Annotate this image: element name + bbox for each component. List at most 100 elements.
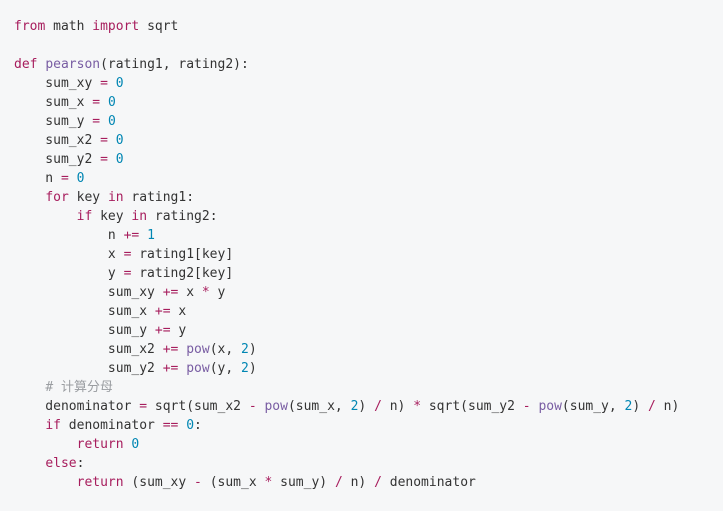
token-number: 0 <box>107 95 116 110</box>
code-line: if denominator == 0: <box>14 416 709 435</box>
code-line: else: <box>14 454 709 473</box>
code-line: return 0 <box>14 435 709 454</box>
token-builtin: pow <box>186 342 210 357</box>
token-plain <box>139 228 147 243</box>
token-keyword: for <box>45 190 69 205</box>
token-plain: rating2[key] <box>131 266 234 281</box>
token-operator: = <box>100 152 108 167</box>
token-plain: (rating1, rating2): <box>100 57 249 72</box>
token-number: 0 <box>115 152 124 167</box>
code-line: # 计算分母 <box>14 378 709 397</box>
token-plain <box>100 95 108 110</box>
token-plain <box>14 437 77 452</box>
token-plain: (x, <box>209 342 241 357</box>
token-operator: * <box>413 399 422 414</box>
token-keyword: from <box>14 19 46 34</box>
token-plain: (sum_x <box>201 475 265 490</box>
token-keyword: in <box>107 190 124 205</box>
token-plain: rating2: <box>147 209 218 224</box>
token-plain <box>108 133 116 148</box>
token-plain: x <box>170 304 187 319</box>
token-plain: ) <box>248 342 257 357</box>
token-plain: sum_x <box>14 95 93 110</box>
token-operator: = <box>123 266 132 281</box>
token-plain: ) <box>248 361 257 376</box>
code-line: y = rating2[key] <box>14 264 709 283</box>
token-plain: sum_x <box>14 304 155 319</box>
code-line: n += 1 <box>14 226 709 245</box>
token-plain: sum_y2 <box>14 361 163 376</box>
token-plain <box>14 209 77 224</box>
token-plain: sqrt <box>139 19 179 34</box>
code-line: denominator = sqrt(sum_x2 - pow(sum_x, 2… <box>14 397 709 416</box>
token-plain: sum_y <box>14 323 155 338</box>
token-number: 2 <box>241 361 249 376</box>
token-operator: * <box>264 475 273 490</box>
token-plain <box>14 456 45 471</box>
code-line: from math import sqrt <box>14 17 709 36</box>
token-plain: denominator <box>381 475 476 490</box>
token-plain: ) <box>632 399 649 414</box>
token-plain: sum_xy <box>14 76 101 91</box>
token-operator: / <box>648 399 656 414</box>
token-operator: - <box>522 399 531 414</box>
token-plain: (sum_y, <box>561 399 625 414</box>
token-plain: (y, <box>209 361 241 376</box>
token-plain: n <box>14 171 61 186</box>
token-keyword: return <box>76 475 124 490</box>
token-operator: / <box>374 399 382 414</box>
token-plain: x <box>178 285 202 300</box>
token-plain <box>14 380 45 395</box>
code-content: from math import sqrt def pearson(rating… <box>14 17 709 492</box>
code-line: for key in rating1: <box>14 188 709 207</box>
token-keyword: if <box>76 209 93 224</box>
token-operator: * <box>201 285 210 300</box>
token-plain <box>14 475 77 490</box>
token-plain: (sum_xy <box>123 475 195 490</box>
token-builtin: pow <box>186 361 210 376</box>
token-operator: += <box>162 361 179 376</box>
code-line: def pearson(rating1, rating2): <box>14 55 709 74</box>
token-plain: y <box>170 323 187 338</box>
token-number: 0 <box>115 133 124 148</box>
token-plain: sum_xy <box>14 285 163 300</box>
token-plain <box>14 190 45 205</box>
token-plain: sum_y) <box>272 475 335 490</box>
code-line <box>14 36 709 55</box>
token-plain: sum_x2 <box>14 133 101 148</box>
token-number: 0 <box>107 114 116 129</box>
token-builtin: pow <box>264 399 288 414</box>
code-line: sum_xy = 0 <box>14 74 709 93</box>
token-plain: sqrt(sum_y2 <box>421 399 523 414</box>
token-comment: # 计算分母 <box>45 380 113 395</box>
token-plain: ) <box>358 399 375 414</box>
token-number: 2 <box>624 399 633 414</box>
token-plain: sum_y <box>14 114 93 129</box>
code-line: sum_y = 0 <box>14 112 709 131</box>
token-operator: += <box>154 304 171 319</box>
token-operator: += <box>154 323 171 338</box>
code-line: sum_y += y <box>14 321 709 340</box>
token-operator: / <box>334 475 343 490</box>
token-plain: denominator <box>60 418 163 433</box>
token-operator: = <box>123 247 132 262</box>
token-plain: rating1: <box>123 190 195 205</box>
code-pre: from math import sqrt def pearson(rating… <box>14 17 709 492</box>
token-operator: = <box>100 76 108 91</box>
token-plain <box>14 418 45 433</box>
token-plain <box>69 171 77 186</box>
token-operator: += <box>123 228 140 243</box>
code-line: sum_x = 0 <box>14 93 709 112</box>
token-keyword: return <box>76 437 124 452</box>
token-number: 0 <box>76 171 85 186</box>
token-operator: = <box>100 133 108 148</box>
token-operator: += <box>162 285 179 300</box>
token-keyword: def <box>14 57 38 72</box>
token-plain: (sum_x, <box>287 399 351 414</box>
token-keyword: in <box>131 209 148 224</box>
token-number: 2 <box>241 342 249 357</box>
token-plain: y <box>14 266 124 281</box>
token-builtin: pow <box>538 399 562 414</box>
code-line: sum_x2 += pow(x, 2) <box>14 340 709 359</box>
